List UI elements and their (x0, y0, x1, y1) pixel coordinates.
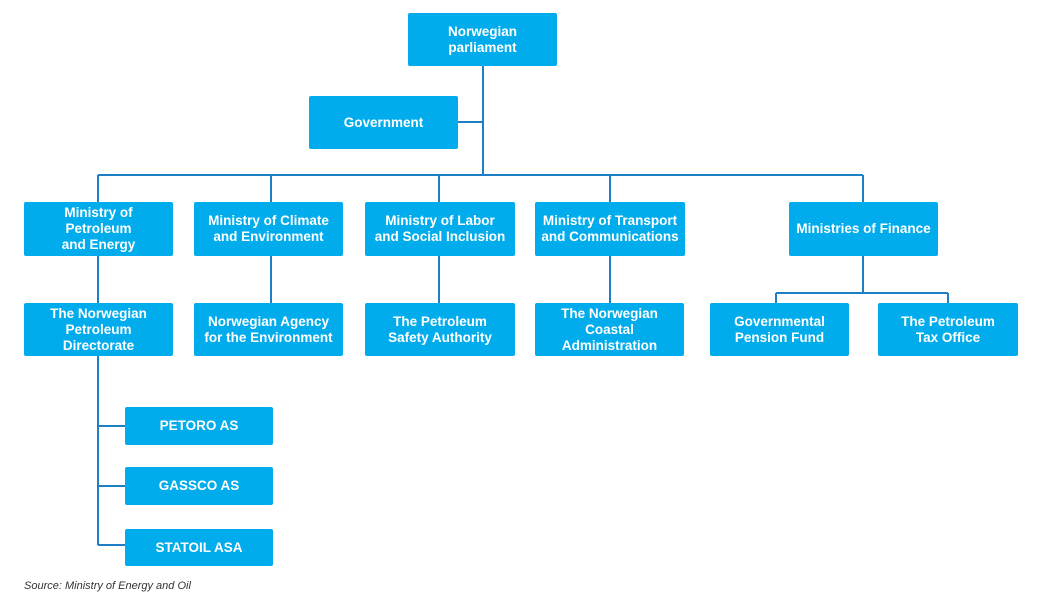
node-statoil-asa: STATOIL ASA (125, 529, 273, 566)
node-petroleum-tax-office: The Petroleum Tax Office (878, 303, 1018, 356)
node-norwegian-petroleum-directorate: The Norwegian Petroleum Directorate (24, 303, 173, 356)
source-note: Source: Ministry of Energy and Oil (24, 580, 191, 592)
node-ministries-of-finance: Ministries of Finance (789, 202, 938, 256)
node-petroleum-safety-authority: The Petroleum Safety Authority (365, 303, 515, 356)
node-governmental-pension-fund: Governmental Pension Fund (710, 303, 849, 356)
node-norwegian-coastal-administration: The Norwegian Coastal Administration (535, 303, 684, 356)
node-petoro-as: PETORO AS (125, 407, 273, 445)
node-government: Government (309, 96, 458, 149)
node-ministry-labor-social-inclusion: Ministry of Labor and Social Inclusion (365, 202, 515, 256)
node-ministry-petroleum-energy: Ministry of Petroleum and Energy (24, 202, 173, 256)
node-norwegian-agency-environment: Norwegian Agency for the Environment (194, 303, 343, 356)
node-ministry-transport-communications: Ministry of Transport and Communications (535, 202, 685, 256)
node-ministry-climate-environment: Ministry of Climate and Environment (194, 202, 343, 256)
node-norwegian-parliament: Norwegian parliament (408, 13, 557, 66)
node-gassco-as: GASSCO AS (125, 467, 273, 505)
